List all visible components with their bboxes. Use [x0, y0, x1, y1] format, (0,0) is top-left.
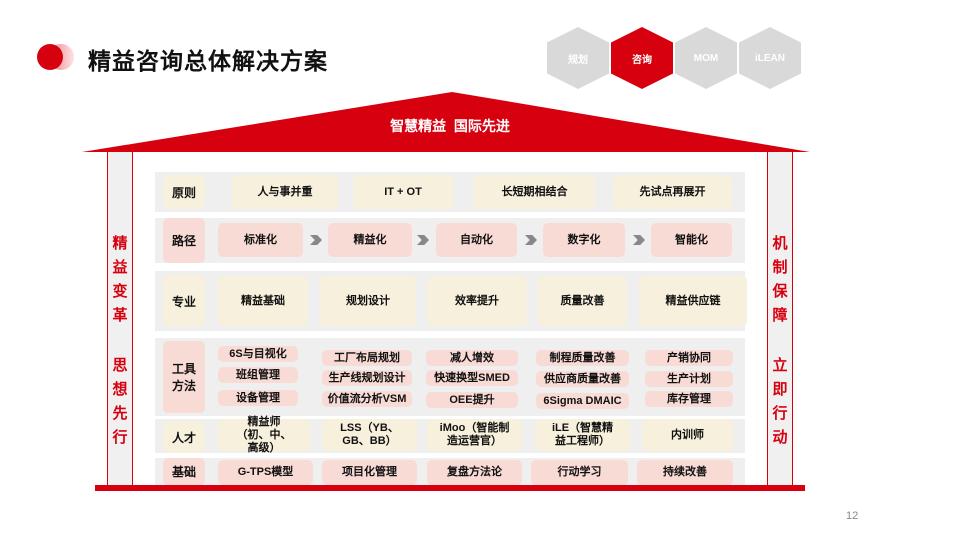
specialty-item: 精益基础 [218, 276, 308, 326]
principle-item: 人与事并重 [232, 175, 338, 209]
row-foundation: 基础 G-TPS模型 项目化管理 复盘方法论 行动学习 持续改善 [155, 458, 745, 485]
path-step: 数字化 [543, 223, 625, 257]
pillar-char: 保 [772, 283, 788, 300]
tool-item: 减人增效 [426, 350, 518, 366]
tool-item: 6S与目视化 [218, 346, 298, 362]
nav-hex-planning[interactable]: 规划 [547, 27, 609, 89]
nav-hex-ilean[interactable]: iLEAN [739, 27, 801, 89]
chevron-right-icon [525, 235, 537, 245]
tool-item: 价值流分析VSM [322, 391, 412, 407]
tool-item: 生产计划 [645, 371, 733, 387]
pillar-char: 立 [772, 357, 788, 374]
pillar-char: 想 [112, 381, 128, 398]
logo-circle-red [37, 44, 63, 70]
page-number: 12 [846, 510, 859, 522]
house-base [95, 485, 805, 491]
row-tools: 工具方法 6S与目视化 班组管理 设备管理 工厂布局规划 生产线规划设计 价值流… [155, 338, 745, 416]
talent-item: 内训师 [642, 419, 733, 451]
specialty-item: 精益供应链 [639, 276, 747, 326]
roof-slogan: 智慧精益 国际先进 [390, 118, 510, 134]
specialty-item: 规划设计 [320, 276, 416, 326]
tool-item: OEE提升 [426, 392, 518, 408]
row-path: 路径 标准化 精益化 自动化 数字化 智能化 [155, 218, 745, 263]
talent-item: LSS（YB、GB、BB） [322, 419, 417, 451]
talent-item: iMoo（智能制造运营官） [427, 419, 522, 451]
row-label: 基础 [163, 458, 205, 485]
row-label: 工具方法 [163, 341, 205, 413]
principle-item: IT + OT [353, 175, 453, 209]
page-title: 精益咨询总体解决方案 [88, 48, 328, 74]
pillar-char: 动 [772, 429, 788, 446]
foundation-item: 行动学习 [531, 460, 628, 485]
principle-item: 长短期相结合 [474, 175, 595, 209]
specialty-item: 质量改善 [538, 276, 627, 326]
foundation-item: 项目化管理 [322, 460, 417, 485]
foundation-item: 复盘方法论 [427, 460, 522, 485]
pillar-char: 行 [772, 405, 788, 422]
right-pillar: 机制保障 立即行动 [767, 152, 793, 486]
tool-item: 工厂布局规划 [322, 350, 412, 366]
chevron-right-icon [310, 235, 322, 245]
row-label: 人才 [163, 421, 205, 453]
tool-item: 制程质量改善 [536, 350, 629, 366]
pillar-char: 精 [112, 235, 128, 252]
tool-item: 产销协同 [645, 350, 733, 366]
path-step: 智能化 [651, 223, 732, 257]
tool-item: 库存管理 [645, 391, 733, 407]
row-specialty: 专业 精益基础 规划设计 效率提升 质量改善 精益供应链 [155, 271, 747, 331]
tool-item: 6Sigma DMAIC [536, 393, 629, 409]
nav-hex-consulting[interactable]: 咨询 [611, 27, 673, 89]
chevron-right-icon [417, 235, 429, 245]
foundation-item: 持续改善 [637, 460, 733, 485]
tool-item: 生产线规划设计 [322, 370, 412, 386]
row-label: 原则 [163, 175, 205, 209]
path-step: 自动化 [436, 223, 517, 257]
row-label: 专业 [163, 275, 205, 327]
pillar-char: 变 [112, 283, 128, 300]
talent-item: iLE（智慧精益工程师） [535, 419, 630, 451]
house-roof [82, 92, 810, 152]
chevron-right-icon [633, 235, 645, 245]
path-step: 标准化 [218, 223, 303, 257]
pillar-char: 革 [112, 307, 128, 324]
tool-item: 班组管理 [218, 367, 298, 383]
pillar-char: 益 [112, 259, 128, 276]
tool-item: 设备管理 [218, 390, 298, 406]
pillar-char: 思 [112, 357, 128, 374]
pillar-char: 先 [112, 405, 128, 422]
pillar-char: 行 [112, 429, 128, 446]
pillar-char: 机 [772, 235, 788, 252]
principle-item: 先试点再展开 [613, 175, 732, 209]
specialty-item: 效率提升 [427, 276, 527, 326]
foundation-item: G-TPS模型 [218, 460, 313, 485]
row-label: 路径 [163, 218, 205, 263]
pillar-char: 制 [772, 259, 788, 276]
left-pillar: 精益变革 思想先行 [107, 152, 133, 486]
talent-item: 精益师（初、中、高级） [218, 416, 310, 454]
row-talent: 人才 精益师（初、中、高级） LSS（YB、GB、BB） iMoo（智能制造运营… [155, 416, 745, 454]
row-principle: 原则 人与事并重 IT + OT 长短期相结合 先试点再展开 [155, 172, 745, 212]
tool-item: 供应商质量改善 [536, 371, 629, 387]
tool-item: 快速换型SMED [426, 370, 518, 386]
path-step: 精益化 [328, 223, 412, 257]
pillar-char: 障 [772, 307, 788, 324]
nav-hex-mom[interactable]: MOM [675, 27, 737, 89]
pillar-char: 即 [772, 381, 788, 398]
